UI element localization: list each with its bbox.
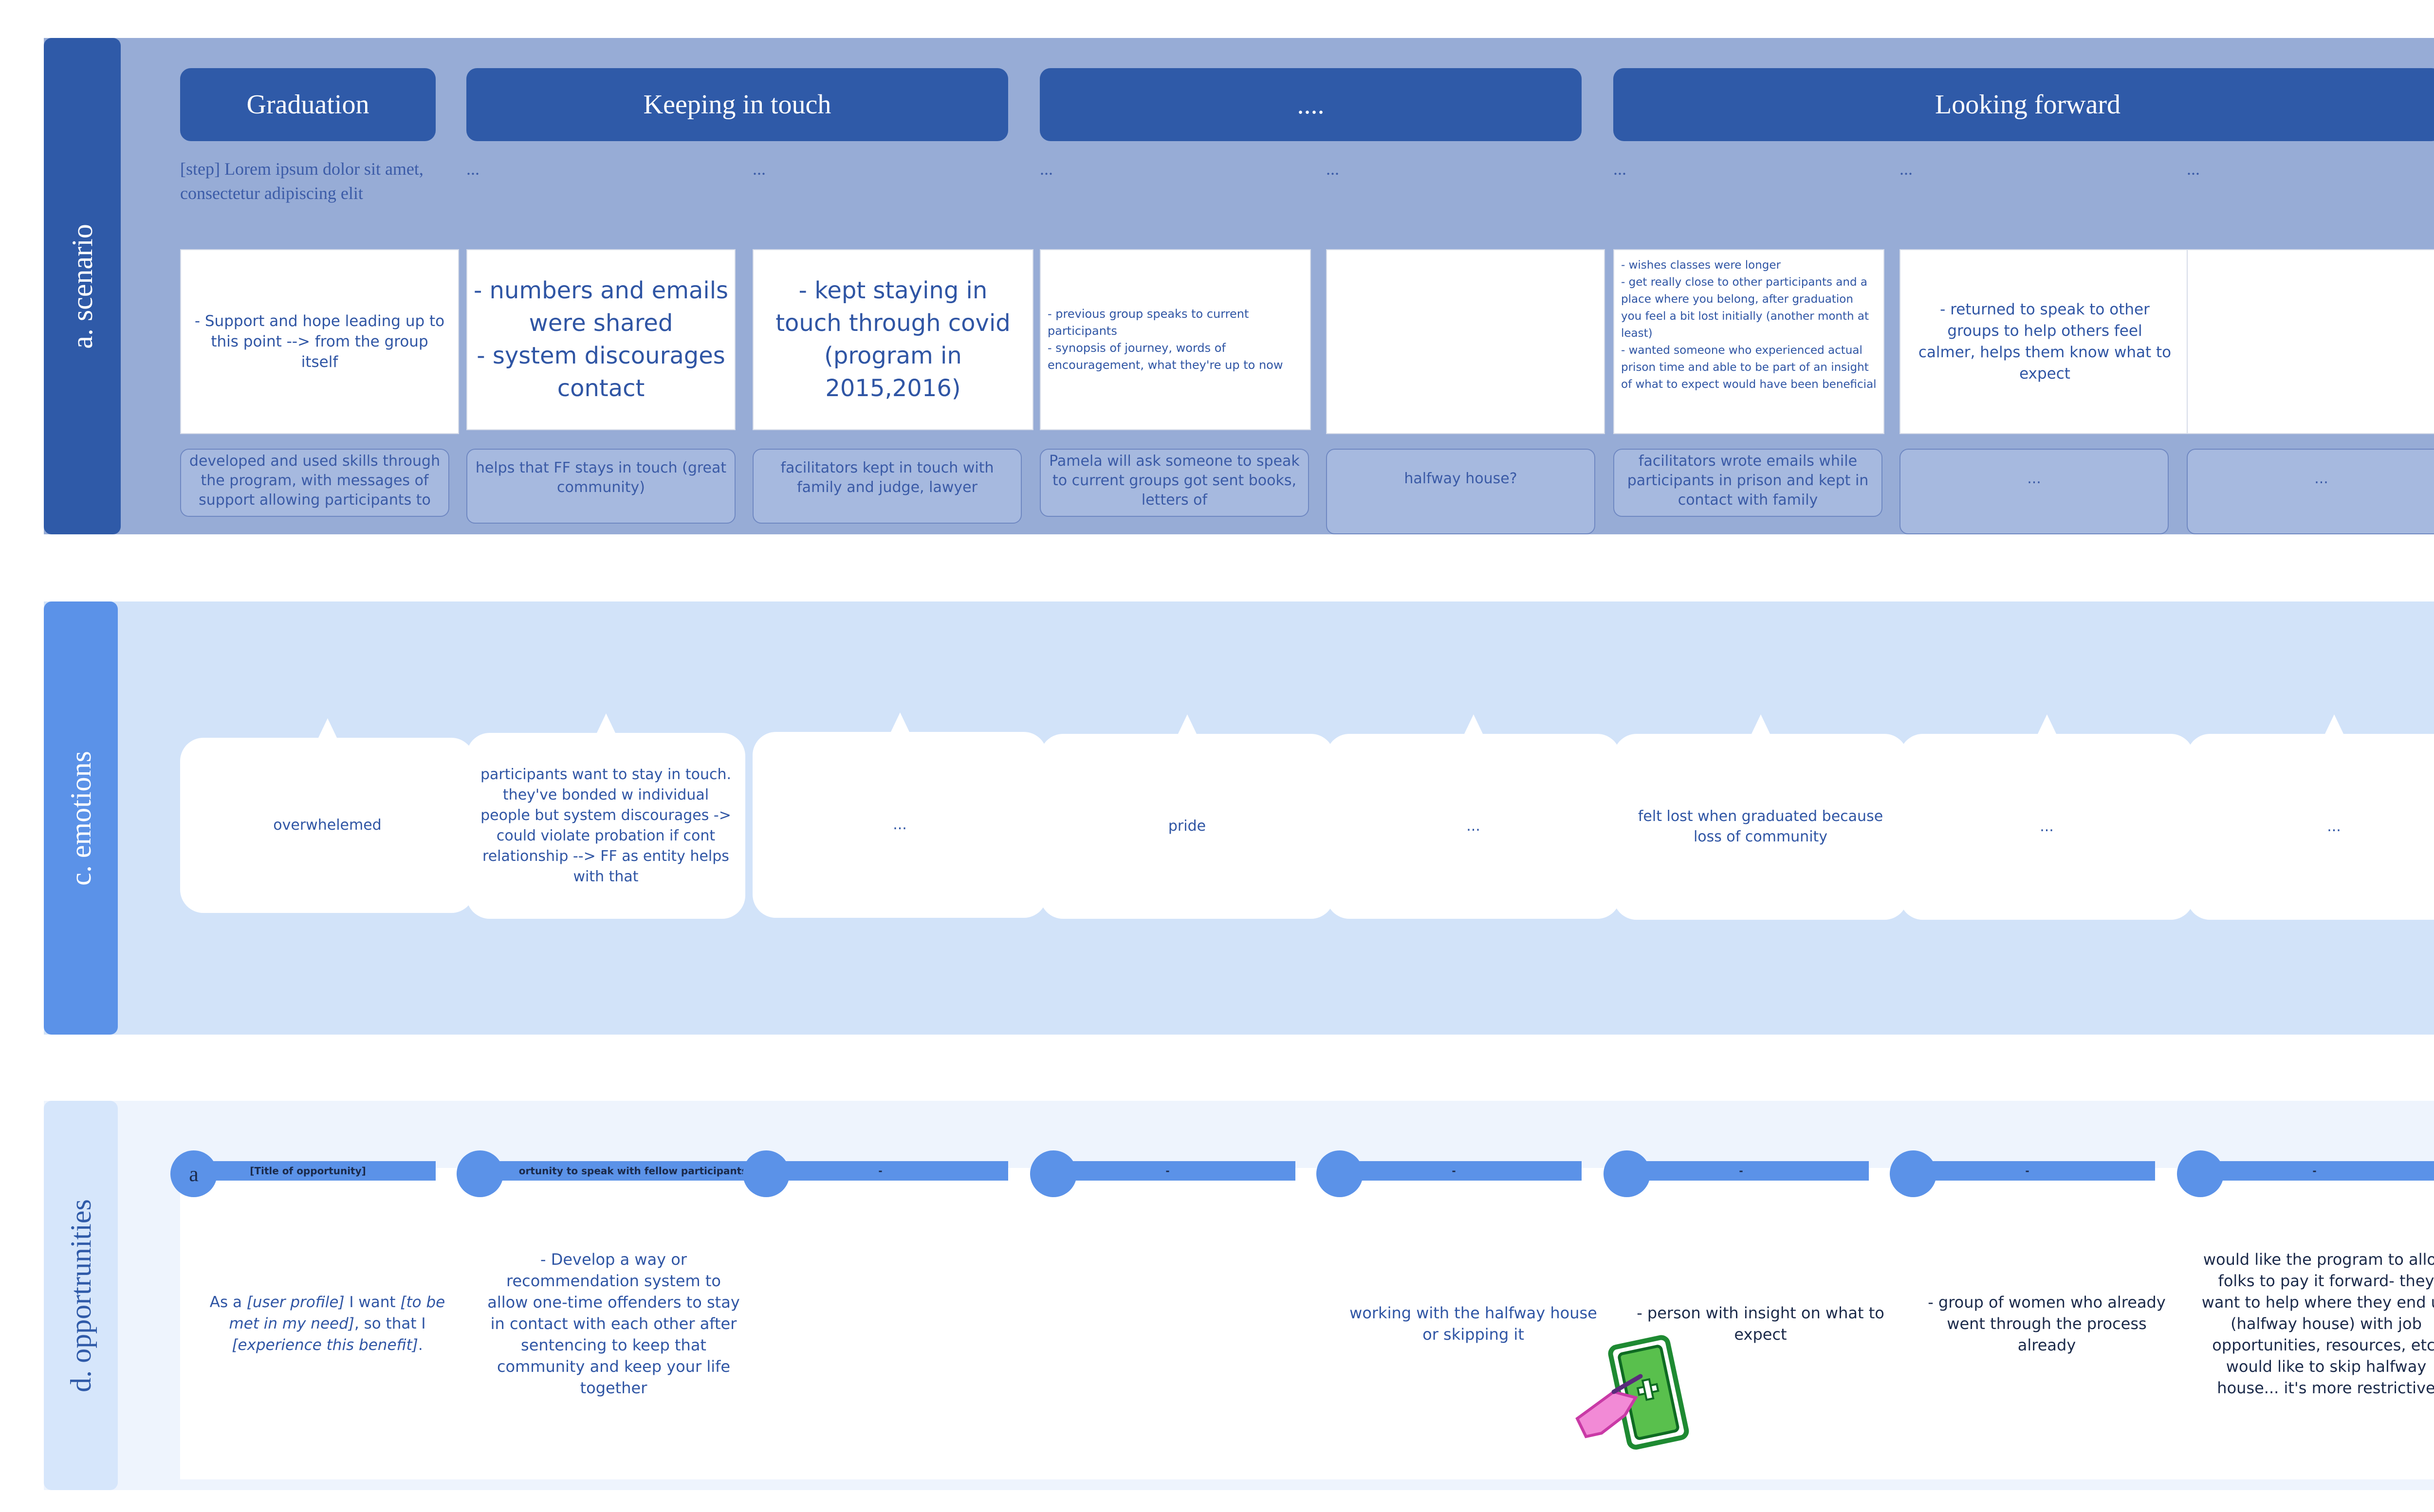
emotion-bubble: ... xyxy=(753,712,1047,918)
scenario-note: developed and used skills through the pr… xyxy=(180,449,449,517)
opportunity-title-bar: - xyxy=(1899,1161,2155,1181)
add-sticker-icon[interactable] xyxy=(1567,1333,1694,1465)
step-description: [step] Lorem ipsum dolor sit amet, conse… xyxy=(180,159,424,203)
opportunity-circle xyxy=(2177,1150,2224,1197)
scenario-card: - returned to speak to other groups to h… xyxy=(1899,249,2190,434)
opportunities-section-label: d. opportrunities xyxy=(64,1199,97,1392)
phase-ellipsis: .... xyxy=(1040,68,1582,141)
opportunity-card: - Develop a way or recommendation system… xyxy=(466,1168,761,1479)
scenario-note: facilitators wrote emails while particip… xyxy=(1613,449,1882,517)
emotion-bubble: overwhelemed xyxy=(180,718,475,913)
opportunity-card: - group of women who already went throug… xyxy=(1899,1168,2194,1479)
scenario-card: - Support and hope leading up to this po… xyxy=(180,249,459,434)
opportunity-card: would like the program to allow folks to… xyxy=(2187,1168,2434,1479)
scenario-section-tab: a. scenario xyxy=(44,38,121,534)
emotion-bubble: ... xyxy=(1326,714,1621,919)
scenario-card-empty xyxy=(1326,249,1605,434)
opportunity-title-bar: - xyxy=(753,1161,1008,1181)
opportunity-circle xyxy=(457,1150,503,1197)
step-placeholder: ... xyxy=(2187,159,2200,179)
scenario-card: - numbers and emails were shared - syste… xyxy=(466,249,736,430)
scenario-card: - wishes classes were longer - get reall… xyxy=(1613,249,1884,434)
step-placeholder: ... xyxy=(1040,159,1053,179)
opportunity-circle: a xyxy=(170,1150,217,1197)
opportunity-circle xyxy=(1030,1150,1077,1197)
emotions-section-tab: c. emotions xyxy=(44,601,118,1035)
step-placeholder: ... xyxy=(1899,159,1913,179)
scenario-note: helps that FF stays in touch (great comm… xyxy=(466,449,736,524)
opportunity-circle xyxy=(743,1150,790,1197)
step-placeholder: ... xyxy=(1613,159,1626,179)
scenario-note: facilitators kept in touch with family a… xyxy=(753,449,1022,524)
scenario-note: halfway house? xyxy=(1326,449,1595,534)
scenario-card: - previous group speaks to current parti… xyxy=(1040,249,1311,430)
scenario-card: - kept staying in touch through covid (p… xyxy=(753,249,1033,430)
emotion-bubble: ... xyxy=(2187,714,2434,920)
opportunity-title-bar: [Title of opportunity] xyxy=(180,1161,436,1181)
opportunity-card: working with the halfway house or skippi… xyxy=(1326,1168,1621,1479)
opportunity-circle xyxy=(1890,1150,1936,1197)
phase-keeping-in-touch: Keeping in touch xyxy=(466,68,1008,141)
emotion-bubble: felt lost when graduated because loss of… xyxy=(1613,714,1908,920)
opportunity-title-bar: ortunity to speak with fellow participan… xyxy=(466,1161,761,1181)
opportunity-circle xyxy=(1316,1150,1363,1197)
opportunity-card-empty xyxy=(753,1168,1047,1479)
emotions-section-label: c. emotions xyxy=(64,750,97,886)
scenario-note: ... xyxy=(1899,449,2169,534)
step-placeholder: ... xyxy=(1326,159,1339,179)
opportunity-circle xyxy=(1604,1150,1650,1197)
emotion-bubble: ... xyxy=(1899,714,2194,920)
emotion-bubble: pride xyxy=(1040,714,1334,919)
opportunity-title-bar: - xyxy=(1613,1161,1869,1181)
scenario-section-label: a. scenario xyxy=(66,223,98,349)
opportunity-title-bar: - xyxy=(1040,1161,1295,1181)
opportunity-card-empty xyxy=(1040,1168,1334,1479)
emotion-bubble: participants want to stay in touch. they… xyxy=(466,713,745,919)
opportunity-title-bar: - xyxy=(1326,1161,1582,1181)
phase-looking-forward: Looking forward xyxy=(1613,68,2434,141)
scenario-note: ... xyxy=(2187,449,2434,534)
step-placeholder: ... xyxy=(753,159,766,179)
phase-graduation: Graduation xyxy=(180,68,436,141)
opportunity-card: As a [user profile] I want [to be met in… xyxy=(180,1168,475,1479)
scenario-note: Pamela will ask someone to speak to curr… xyxy=(1040,449,1309,517)
scenario-card-empty xyxy=(2187,249,2434,434)
opportunities-section-tab: d. opportrunities xyxy=(44,1101,118,1490)
opportunity-title-bar: - xyxy=(2187,1161,2434,1181)
step-placeholder: ... xyxy=(466,159,479,179)
